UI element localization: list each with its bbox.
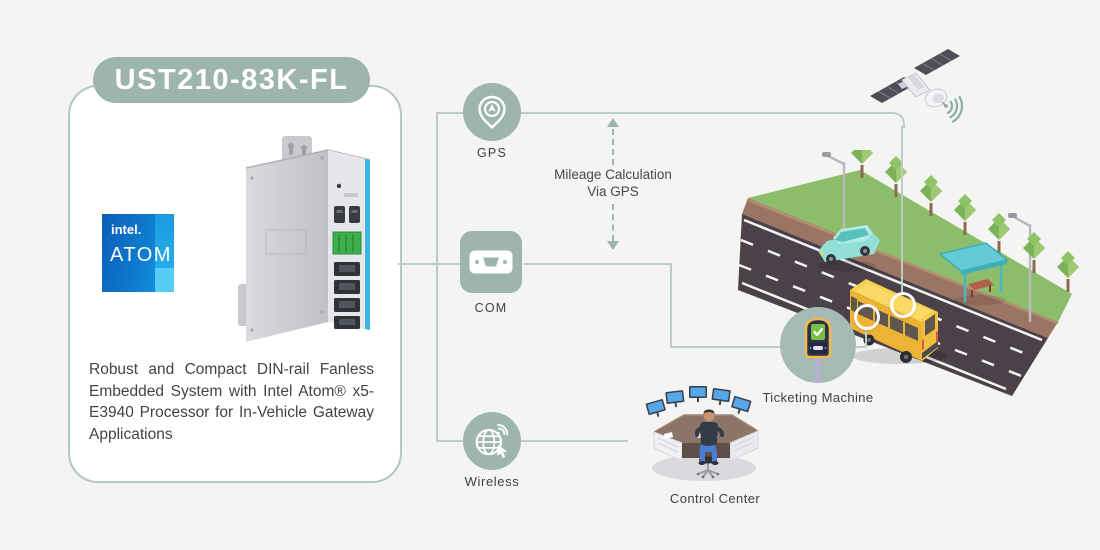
mileage-line2: Via GPS [587, 184, 639, 199]
line-ring-to-ticketing [865, 330, 867, 348]
line-com-to-ticketing [670, 346, 780, 348]
line-gps-to-satellite [521, 112, 891, 114]
line-com-right-1 [524, 263, 672, 265]
wireless-label: Wireless [464, 474, 520, 489]
wireless-node [463, 412, 521, 470]
ticketing-label: Ticketing Machine [762, 390, 874, 405]
line-wireless-stub [437, 440, 463, 442]
street-scene [738, 150, 1079, 396]
line-satellite-to-bus [901, 126, 903, 292]
intel-brand-text: intel. [111, 222, 142, 237]
satellite-illustration [870, 49, 964, 123]
dashed-line-upper [612, 129, 614, 165]
ticketing-tracking-ring [854, 304, 880, 330]
device-photo [238, 136, 371, 342]
line-card-to-trunk [398, 263, 438, 265]
gps-node [463, 83, 521, 141]
mileage-line1: Mileage Calculation [554, 167, 672, 182]
control-center-label: Control Center [669, 491, 761, 506]
com-label: COM [474, 301, 508, 315]
line-wireless-to-control [520, 440, 628, 442]
sidewalk-strip [742, 198, 1058, 338]
line-gps-stub [437, 112, 463, 114]
control-center-illustration [645, 386, 759, 481]
intel-product-text: ATOM [110, 244, 172, 266]
wireless-globe-icon [473, 422, 511, 460]
bus-stop-shelter [938, 242, 1009, 305]
gps-label: GPS [477, 146, 507, 160]
product-model-badge: UST210-83K-FL [93, 57, 370, 103]
arrow-down-icon [607, 241, 619, 250]
line-gps-corner [891, 112, 905, 128]
line-ticketing-stub [856, 346, 867, 348]
gps-icon [472, 92, 512, 132]
line-com-down [670, 263, 672, 348]
intel-atom-logo: intel. ATOM [102, 214, 174, 292]
mileage-annotation: Mileage Calculation Via GPS [533, 166, 693, 200]
line-com-stub [437, 263, 460, 265]
line-trunk [436, 112, 438, 442]
ticket-validator-icon [796, 315, 856, 383]
ticketing-machine-node [780, 307, 856, 383]
car-illustration [818, 225, 880, 272]
gps-tracking-ring [890, 292, 916, 318]
com-port-icon [468, 249, 514, 275]
product-description: Robust and Compact DIN-rail Fanless Embe… [89, 361, 374, 443]
intel-logo-cube [155, 268, 174, 292]
arrow-up-icon [607, 118, 619, 127]
com-node [460, 231, 522, 293]
dashed-line-lower [612, 204, 614, 241]
